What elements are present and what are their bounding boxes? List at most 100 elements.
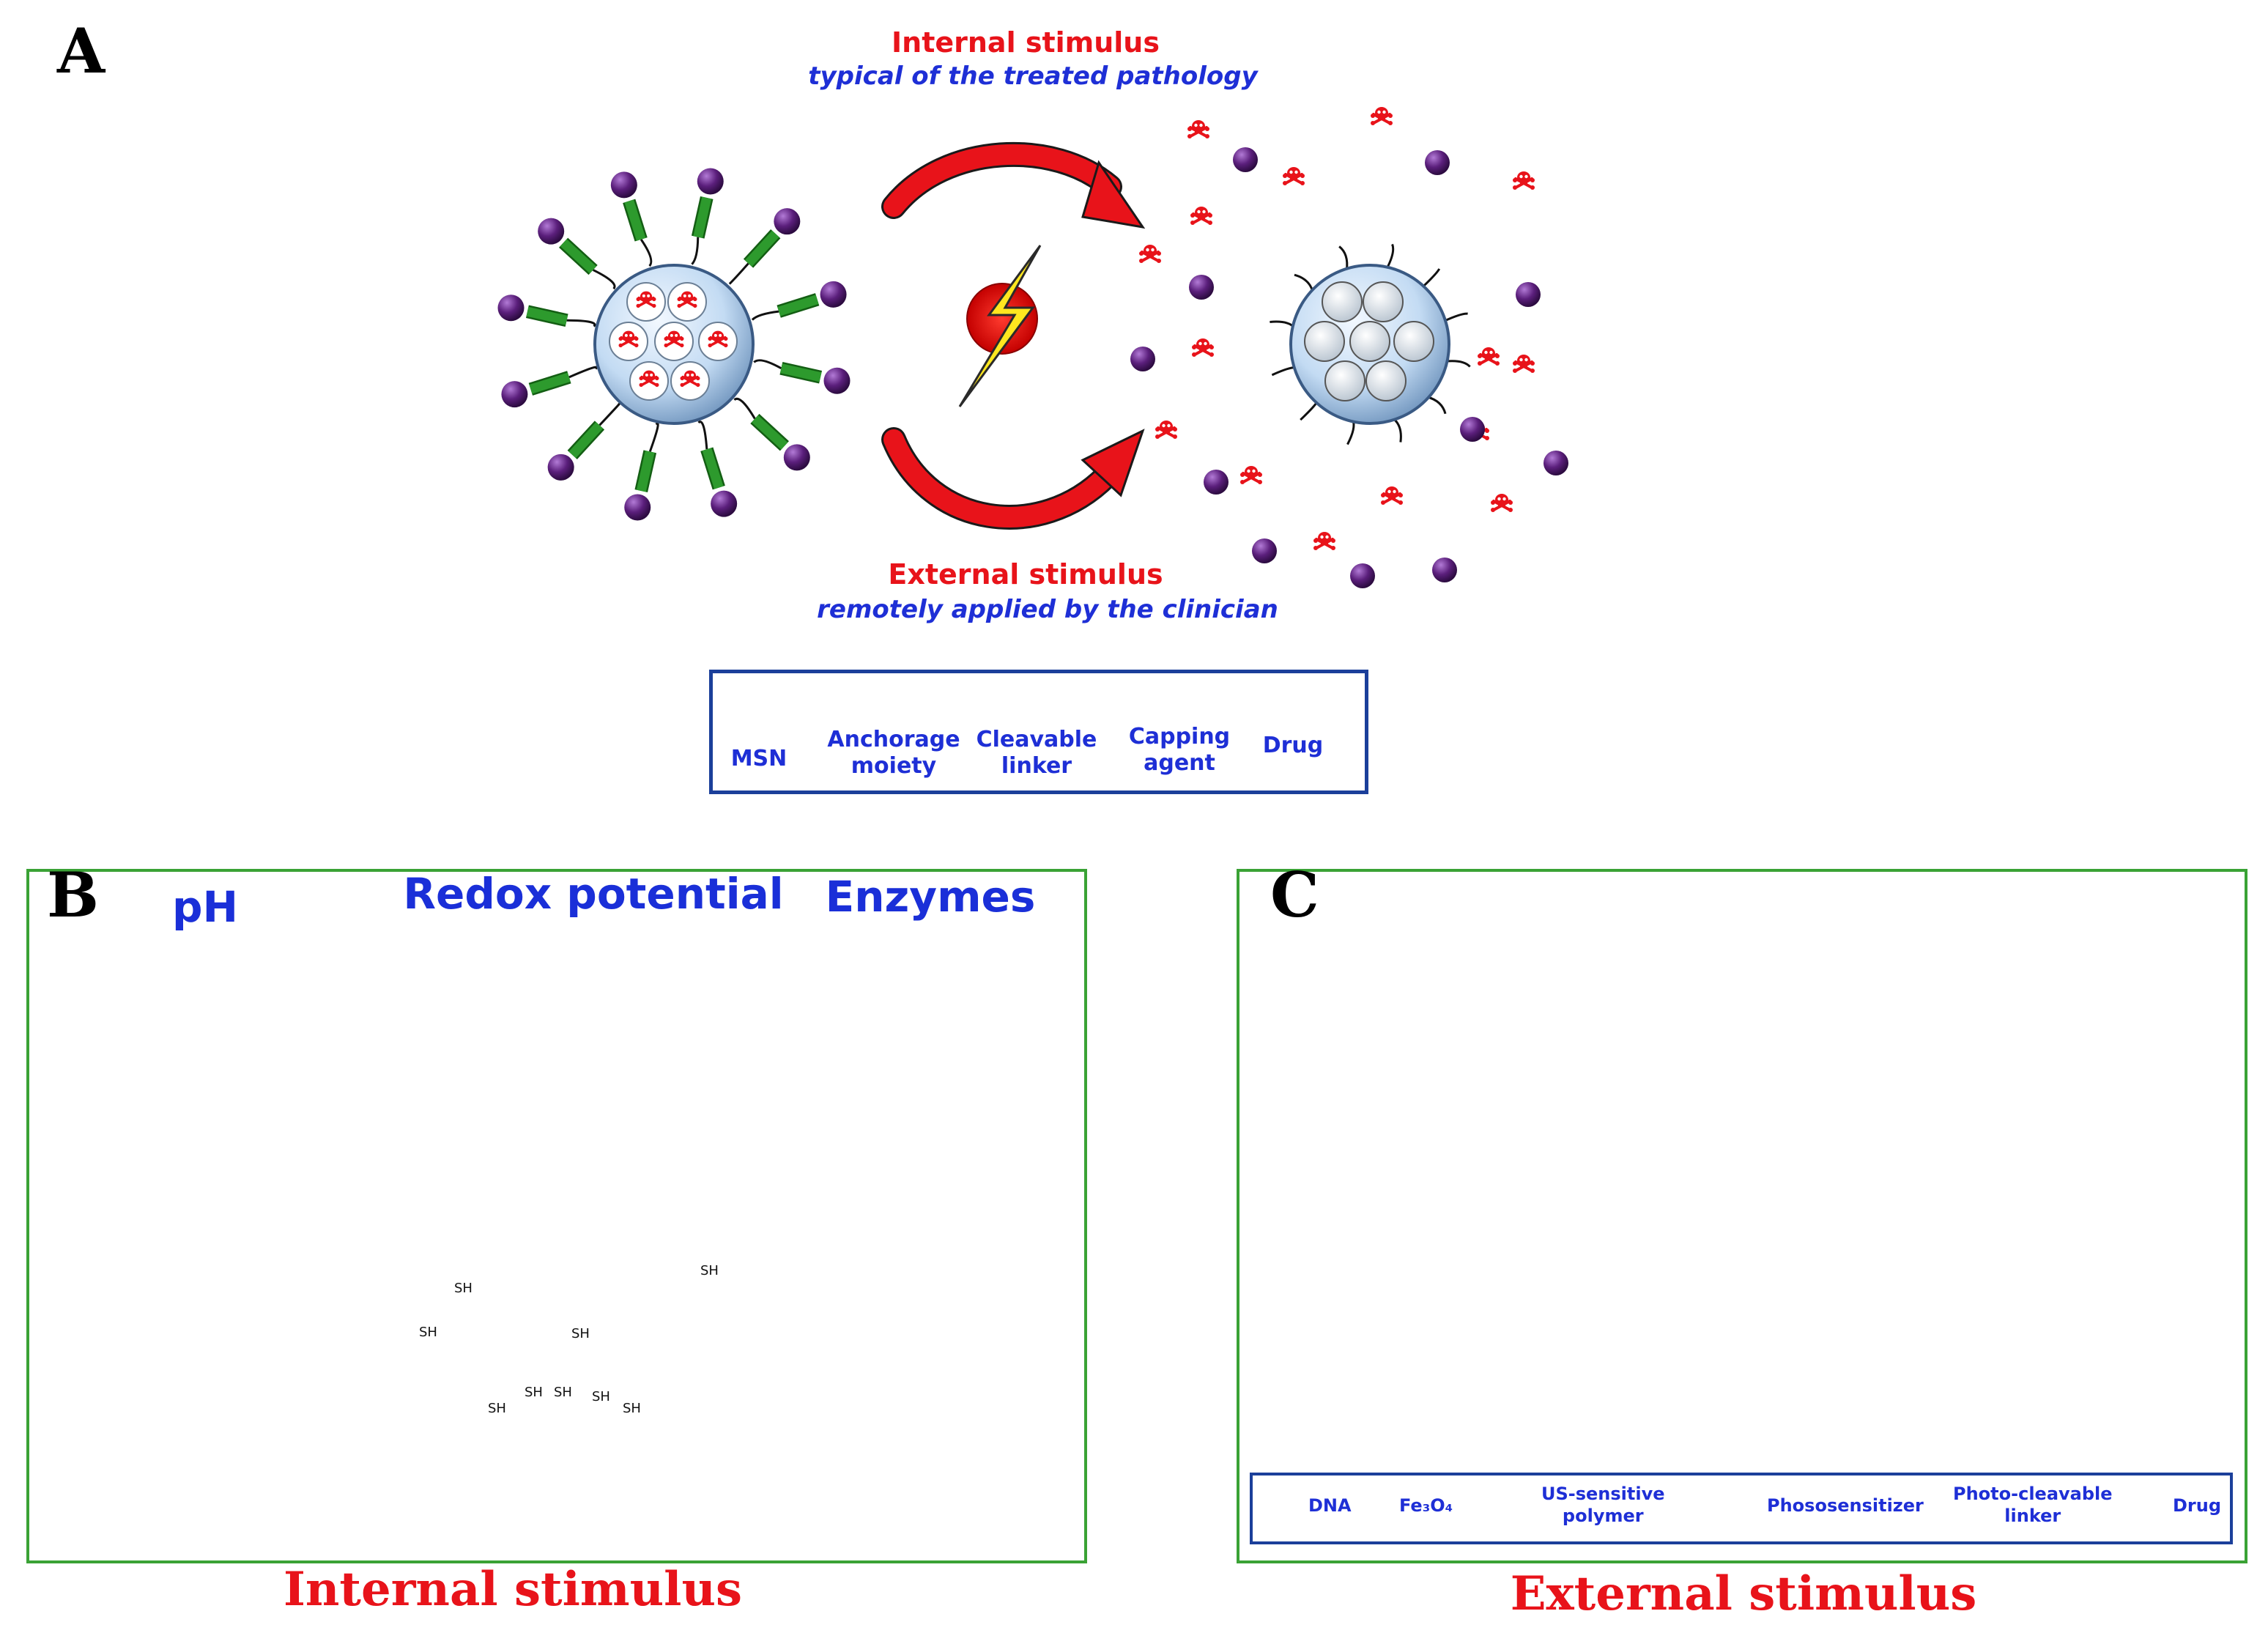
legend-capping-label: Capping agent	[1128, 724, 1231, 777]
am-field-label: AM Field	[1409, 1103, 1446, 1148]
empty-pore	[1349, 321, 1390, 362]
anchorage-moiety	[1421, 268, 1441, 289]
anchorage-moiety	[640, 239, 653, 267]
legend-photo-linker-line1: Photo-cleavable	[1953, 1484, 2113, 1504]
enzyme-arrow-label: Enzyme	[856, 1200, 946, 1224]
legend-linker-label: Cleavable linker	[974, 727, 1099, 780]
external-stimulus-label: External stimulus	[1510, 1566, 1977, 1621]
ph-column-title: pH	[171, 882, 239, 932]
capping-agent	[711, 490, 738, 517]
legend-drug-label: Drug	[1262, 733, 1324, 758]
panel-a-diagram	[497, 105, 1568, 736]
capping-agent	[610, 171, 637, 199]
anchorage-moiety	[1443, 312, 1468, 322]
drug-icon	[1369, 105, 1394, 127]
external-stimulus-title: External stimulus	[888, 558, 1163, 590]
ultrasounds-label: Ultrasounds	[1704, 1086, 1722, 1186]
sh-label-3: SH	[571, 1326, 590, 1341]
capping-agent	[1460, 417, 1485, 442]
drug-icon	[1186, 119, 1211, 140]
legend-photosensitizer-label: Phososensitizer	[1767, 1495, 1924, 1516]
legend-dna-label: DNA	[1308, 1495, 1352, 1516]
anchorage-moiety	[753, 359, 782, 370]
legend-us-polymer-label: US-sensitive polymer	[1541, 1483, 1665, 1527]
sh-label-5: SH	[488, 1401, 506, 1416]
sh-label-9: SH	[623, 1401, 641, 1416]
empty-pore	[1365, 360, 1407, 401]
upper-curved-arrow	[881, 142, 1146, 229]
capping-agent	[1516, 282, 1541, 307]
legend-linker-line2: linker	[1001, 753, 1072, 779]
drug-icon	[1476, 346, 1501, 367]
legend-anchorage-line2: moiety	[850, 753, 937, 779]
anchorage-moiety	[1385, 243, 1395, 270]
empty-pore	[1393, 321, 1434, 362]
panel-b-box	[26, 869, 1087, 1563]
anchorage-moiety	[598, 402, 621, 426]
drug-icon	[1379, 485, 1404, 506]
anchorage-moiety	[733, 397, 756, 420]
legend-us-polymer-line2: polymer	[1562, 1506, 1644, 1526]
capping-agent	[1425, 150, 1450, 175]
internal-stimulus-subtitle: typical of the treated pathology	[808, 62, 1258, 91]
legend-anchorage-line1: Anchorage	[827, 727, 960, 752]
vis-light-label: Vis Light	[2076, 1102, 2113, 1149]
capping-agent	[497, 295, 525, 322]
capping-agent	[624, 494, 651, 521]
anchorage-moiety	[1300, 401, 1319, 421]
empty-msn	[1270, 243, 1471, 445]
lower-curved-arrow	[881, 427, 1145, 530]
released-cargo	[1130, 105, 1568, 588]
legend-c-drug-label: Drug	[2173, 1495, 2222, 1516]
legend-capping-line1: Capping	[1128, 724, 1231, 749]
panel-a-letter: A	[57, 15, 105, 87]
capping-agent	[538, 218, 565, 245]
legend-capping-line2: agent	[1144, 750, 1215, 776]
drug-icon	[1154, 419, 1179, 440]
anchorage-moiety	[728, 262, 749, 285]
capping-agent	[1189, 275, 1214, 300]
sh-label-2: SH	[419, 1325, 437, 1340]
anchorage-moiety	[1270, 320, 1295, 328]
gsh-arrow-label: GSH	[530, 1193, 583, 1218]
empty-pore	[1322, 281, 1363, 322]
internal-stimulus-title: Internal stimulus	[892, 26, 1160, 59]
empty-pore	[1304, 321, 1345, 362]
capping-agent	[774, 208, 801, 235]
empty-pore	[1324, 360, 1365, 401]
empty-pore	[1363, 281, 1404, 322]
anchorage-moiety	[691, 237, 700, 265]
panel-b-letter: B	[47, 859, 99, 931]
sh-label-6: SH	[525, 1385, 543, 1400]
panel-c-box	[1237, 869, 2247, 1563]
anchorage-moiety	[1294, 273, 1314, 292]
sh-label-1: SH	[454, 1281, 472, 1296]
drug-icon	[1281, 166, 1306, 187]
capping-agent	[1252, 538, 1277, 563]
panel-c-letter: C	[1270, 859, 1319, 931]
drug-icon	[1511, 170, 1536, 191]
anchorage-moiety	[751, 310, 779, 321]
drug-icon	[1239, 464, 1264, 486]
external-stimulus-subtitle: remotely applied by the clinician	[817, 595, 1278, 624]
anchorage-moiety	[648, 422, 659, 452]
internal-stimulus-label: Internal stimulus	[283, 1562, 743, 1617]
anchorage-moiety	[1346, 419, 1355, 445]
capping-agent	[783, 444, 810, 471]
capping-agent	[823, 367, 850, 394]
capping-agent	[1432, 558, 1457, 582]
legend-anchorage-label: Anchorage moiety	[820, 727, 967, 780]
loaded-msn-linkers	[497, 168, 850, 521]
legend-photo-linker-line2: linker	[2004, 1506, 2061, 1526]
anchorage-moiety	[1426, 396, 1447, 415]
drug-icon	[1190, 337, 1215, 358]
drug-icon	[1511, 353, 1536, 374]
redox-column-title: Redox potential	[403, 869, 784, 919]
panel-c-legend	[1250, 1473, 2233, 1544]
sh-label-4: SH	[700, 1263, 719, 1278]
anchorage-moiety	[1392, 417, 1402, 443]
anchorage-moiety	[566, 319, 596, 327]
capping-agent	[697, 168, 724, 195]
sh-label-8: SH	[592, 1389, 610, 1404]
drug-icon	[1138, 243, 1163, 264]
